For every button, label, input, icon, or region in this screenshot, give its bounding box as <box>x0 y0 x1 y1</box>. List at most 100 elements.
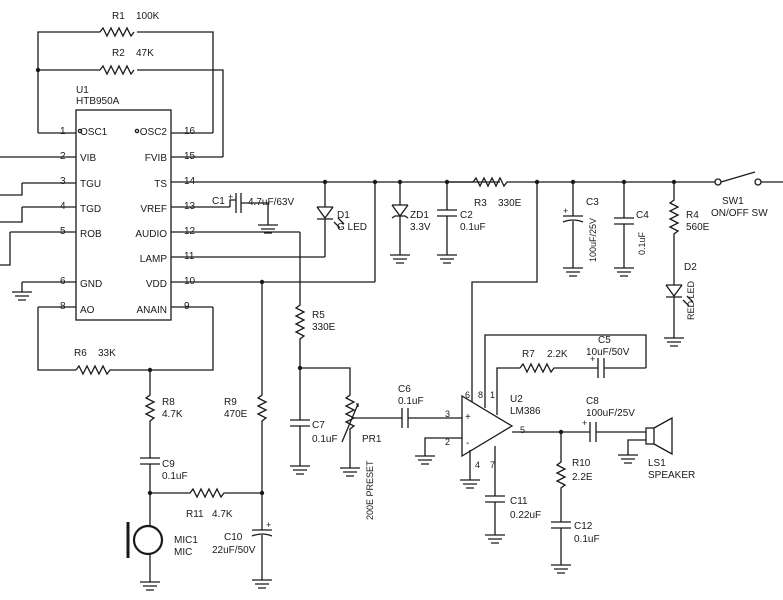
left-offpage-wires <box>0 183 23 266</box>
c5-polarity: + <box>590 354 595 364</box>
c3-value: 100uF/25V <box>588 218 598 262</box>
r11-resistor: R11 4.7K <box>150 487 262 520</box>
c5-ref: C5 <box>598 335 611 346</box>
ic-pin-name: ANAIN <box>136 305 167 316</box>
sw1-ref: SW1 <box>722 196 744 207</box>
c8-capacitor: + C8 100uF/25V <box>582 396 646 442</box>
u2-pin-num: 6 <box>465 390 470 400</box>
ground-symbol <box>252 579 272 589</box>
ls1-speaker: LS1 SPEAKER <box>618 416 695 481</box>
c10-value: 22uF/50V <box>212 545 256 556</box>
c6-value: 0.1uF <box>398 396 424 407</box>
c3-ref: C3 <box>586 197 599 208</box>
wire <box>137 69 224 157</box>
ic-u1-part: HTB950A <box>76 96 120 107</box>
junction <box>372 179 378 185</box>
ground-symbol <box>551 564 571 574</box>
r6-ref: R6 <box>74 348 87 359</box>
ic-pin-num: 3 <box>60 176 66 187</box>
ic-pin-num: 1 <box>60 126 66 137</box>
pr1-ref: PR1 <box>362 434 382 445</box>
ic-pin-bubble <box>134 128 140 134</box>
r8-c9-branch: R8 4.7K C9 0.1uF <box>140 370 188 510</box>
r3-ref: R3 <box>474 198 487 209</box>
r4-value: 560E <box>686 222 710 233</box>
ground-symbol <box>485 534 505 544</box>
r2-value: 47K <box>136 48 154 59</box>
c11-value: 0.22uF <box>510 510 541 521</box>
ic-pin-name: OSC2 <box>140 127 168 138</box>
r5-value: 330E <box>312 322 336 333</box>
r9-value: 470E <box>224 409 248 420</box>
sw1-switch: SW1 ON/OFF SW <box>711 171 783 219</box>
ground-symbol <box>614 267 634 277</box>
u2-pin-num: 7 <box>490 460 495 470</box>
c3-capacitor: + C3 100uF/25V <box>562 179 599 277</box>
u2-pin-num: 3 <box>445 409 450 419</box>
ic-pin-name: TGU <box>80 179 101 190</box>
c7-ref: C7 <box>312 420 325 431</box>
r5-ref: R5 <box>312 310 325 321</box>
u2-pin-num: 1 <box>490 390 495 400</box>
r6-value: 33K <box>98 348 116 359</box>
c10-polarity: + <box>266 520 271 530</box>
r9-ref: R9 <box>224 397 237 408</box>
r10-c12-network: R10 2.2E C12 0.1uF <box>551 432 600 574</box>
ic-pin-name: AO <box>80 305 95 316</box>
u2-pin-num: 2 <box>445 437 450 447</box>
c1-polarity: + <box>228 192 233 202</box>
u2-amplifier: + - U2 LM386 3 2 6 8 1 5 7 4 + <box>415 182 647 489</box>
u2-pin-num: 4 <box>475 460 480 470</box>
c8-value: 100uF/25V <box>586 408 635 419</box>
c6-capacitor: C6 0.1uF <box>398 384 462 428</box>
c2-capacitor: C2 0.1uF <box>437 179 486 264</box>
ic-pin-name: TS <box>154 179 167 190</box>
c8-polarity: + <box>582 418 587 428</box>
d2-ref: D2 <box>684 262 697 273</box>
ic-pin-name: GND <box>80 279 102 290</box>
ic-pin-num: 16 <box>184 126 196 137</box>
ic-pin-name: AUDIO <box>135 229 167 240</box>
d2-value: RED LED <box>686 280 696 320</box>
c3-polarity: + <box>563 206 568 216</box>
r11-ref: R11 <box>186 509 204 520</box>
r7-ref: R7 <box>522 349 535 360</box>
ic-u1-ref: U1 <box>76 85 89 96</box>
ground-symbol <box>340 467 360 477</box>
ic-left-pin-stubs <box>0 132 76 308</box>
ground-symbol <box>460 479 480 489</box>
d1-value: G LED <box>337 222 367 233</box>
ground-symbol <box>563 267 583 277</box>
ic-pin-name: VDD <box>146 279 167 290</box>
junction <box>35 67 41 73</box>
ic-pin-name: LAMP <box>140 254 168 265</box>
c1-capacitor: + C1 4.7uF/63V <box>212 192 294 234</box>
ic-pin-name: VREF <box>140 204 167 215</box>
zd1-value: 3.3V <box>410 222 431 233</box>
c2-value: 0.1uF <box>460 222 486 233</box>
c4-ref: C4 <box>636 210 649 221</box>
r1-r2-network: R1 100K R2 47K <box>35 11 224 157</box>
u2-pin-num: 5 <box>520 425 525 435</box>
r1-resistor <box>99 26 135 38</box>
c4-capacitor: C4 0.1uF <box>614 179 649 277</box>
c5-value: 10uF/50V <box>586 347 630 358</box>
ic-right-pin-stubs <box>171 132 500 308</box>
r2-ref: R2 <box>112 48 125 59</box>
ic-u1: U1 HTB950A OSC1 VIB TGU TGD ROB GND AO 1… <box>0 85 500 321</box>
c4-value: 0.1uF <box>637 231 647 255</box>
c10-ref: C10 <box>224 532 243 543</box>
ic-pin-name: VIB <box>80 153 96 164</box>
r9-resistor: R9 470E <box>224 279 268 496</box>
r5-resistor: R5 330E <box>294 232 336 371</box>
u2-triangle <box>461 394 514 458</box>
c11-capacitor: C11 0.22uF <box>485 446 541 544</box>
sw1-value: ON/OFF SW <box>711 208 768 219</box>
r11-value: 4.7K <box>212 509 233 520</box>
u2-ref: U2 <box>510 394 523 405</box>
ground-symbol <box>415 455 435 465</box>
ground-symbol <box>437 254 457 264</box>
r1-ref: R1 <box>112 11 125 22</box>
pr1-value: 200E PRESET <box>365 460 375 520</box>
